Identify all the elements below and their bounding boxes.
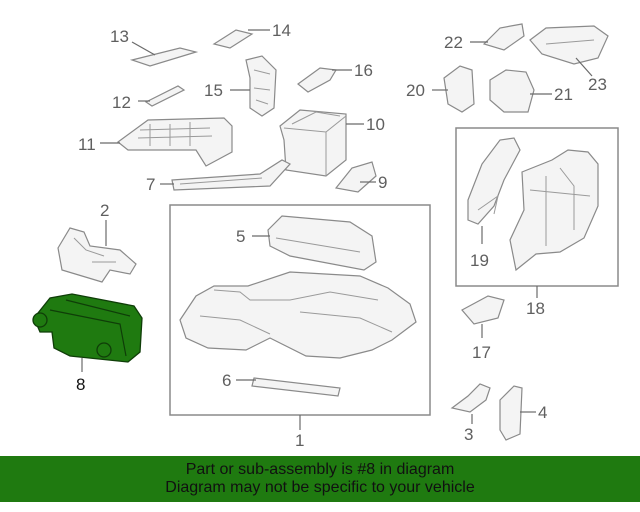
banner-line-1: Part or sub-assembly is #8 in diagram bbox=[185, 461, 455, 478]
part-2[interactable]: 2 bbox=[57, 201, 137, 283]
part-5[interactable]: 5 bbox=[236, 215, 377, 271]
part-1-console[interactable]: 1 bbox=[179, 271, 417, 450]
part-8-highlighted[interactable]: 8 bbox=[32, 293, 143, 394]
callout-7: 7 bbox=[146, 175, 155, 194]
callout-3: 3 bbox=[464, 425, 473, 444]
callout-6: 6 bbox=[222, 371, 231, 390]
callout-12: 12 bbox=[112, 93, 131, 112]
callout-19: 19 bbox=[470, 251, 489, 270]
callout-9: 9 bbox=[378, 173, 387, 192]
part-9[interactable]: 9 bbox=[334, 161, 387, 193]
callout-2: 2 bbox=[100, 201, 109, 220]
callout-22: 22 bbox=[444, 33, 463, 52]
banner-line-2: Diagram may not be specific to your vehi… bbox=[165, 479, 475, 496]
callout-1: 1 bbox=[295, 431, 304, 450]
part-23[interactable]: 23 bbox=[529, 25, 609, 94]
vehicle-note-banner: Part or sub-assembly is #8 in diagram Di… bbox=[0, 456, 640, 502]
callout-8: 8 bbox=[76, 375, 85, 394]
part-10[interactable]: 10 bbox=[279, 109, 385, 177]
callout-13: 13 bbox=[110, 27, 129, 46]
part-14[interactable]: 14 bbox=[212, 21, 291, 49]
part-16[interactable]: 16 bbox=[297, 61, 373, 93]
part-20[interactable]: 20 bbox=[406, 65, 475, 113]
part-3[interactable]: 3 bbox=[450, 383, 491, 444]
part-18[interactable]: 18 bbox=[509, 149, 599, 318]
part-19[interactable]: 19 bbox=[467, 137, 521, 270]
parts-diagram: 13 14 12 15 16 11 10 bbox=[32, 21, 619, 450]
callout-20: 20 bbox=[406, 81, 425, 100]
callout-17: 17 bbox=[472, 343, 491, 362]
part-13[interactable]: 13 bbox=[110, 27, 199, 67]
callout-16: 16 bbox=[354, 61, 373, 80]
callout-11: 11 bbox=[78, 135, 96, 154]
callout-18: 18 bbox=[526, 299, 545, 318]
callout-10: 10 bbox=[366, 115, 385, 134]
part-12[interactable]: 12 bbox=[112, 85, 186, 112]
callout-4: 4 bbox=[538, 403, 547, 422]
callout-23: 23 bbox=[588, 75, 607, 94]
part-21[interactable]: 21 bbox=[489, 69, 573, 113]
callout-5: 5 bbox=[236, 227, 245, 246]
part-17[interactable]: 17 bbox=[461, 295, 505, 362]
part-11[interactable]: 11 bbox=[78, 117, 233, 167]
part-15[interactable]: 15 bbox=[204, 55, 277, 117]
part-7[interactable]: 7 bbox=[146, 159, 291, 194]
part-6[interactable]: 6 bbox=[222, 371, 341, 397]
part-22[interactable]: 22 bbox=[444, 23, 525, 52]
part-4[interactable]: 4 bbox=[499, 385, 547, 441]
callout-14: 14 bbox=[272, 21, 291, 40]
callout-15: 15 bbox=[204, 81, 223, 100]
callout-21: 21 bbox=[554, 85, 573, 104]
